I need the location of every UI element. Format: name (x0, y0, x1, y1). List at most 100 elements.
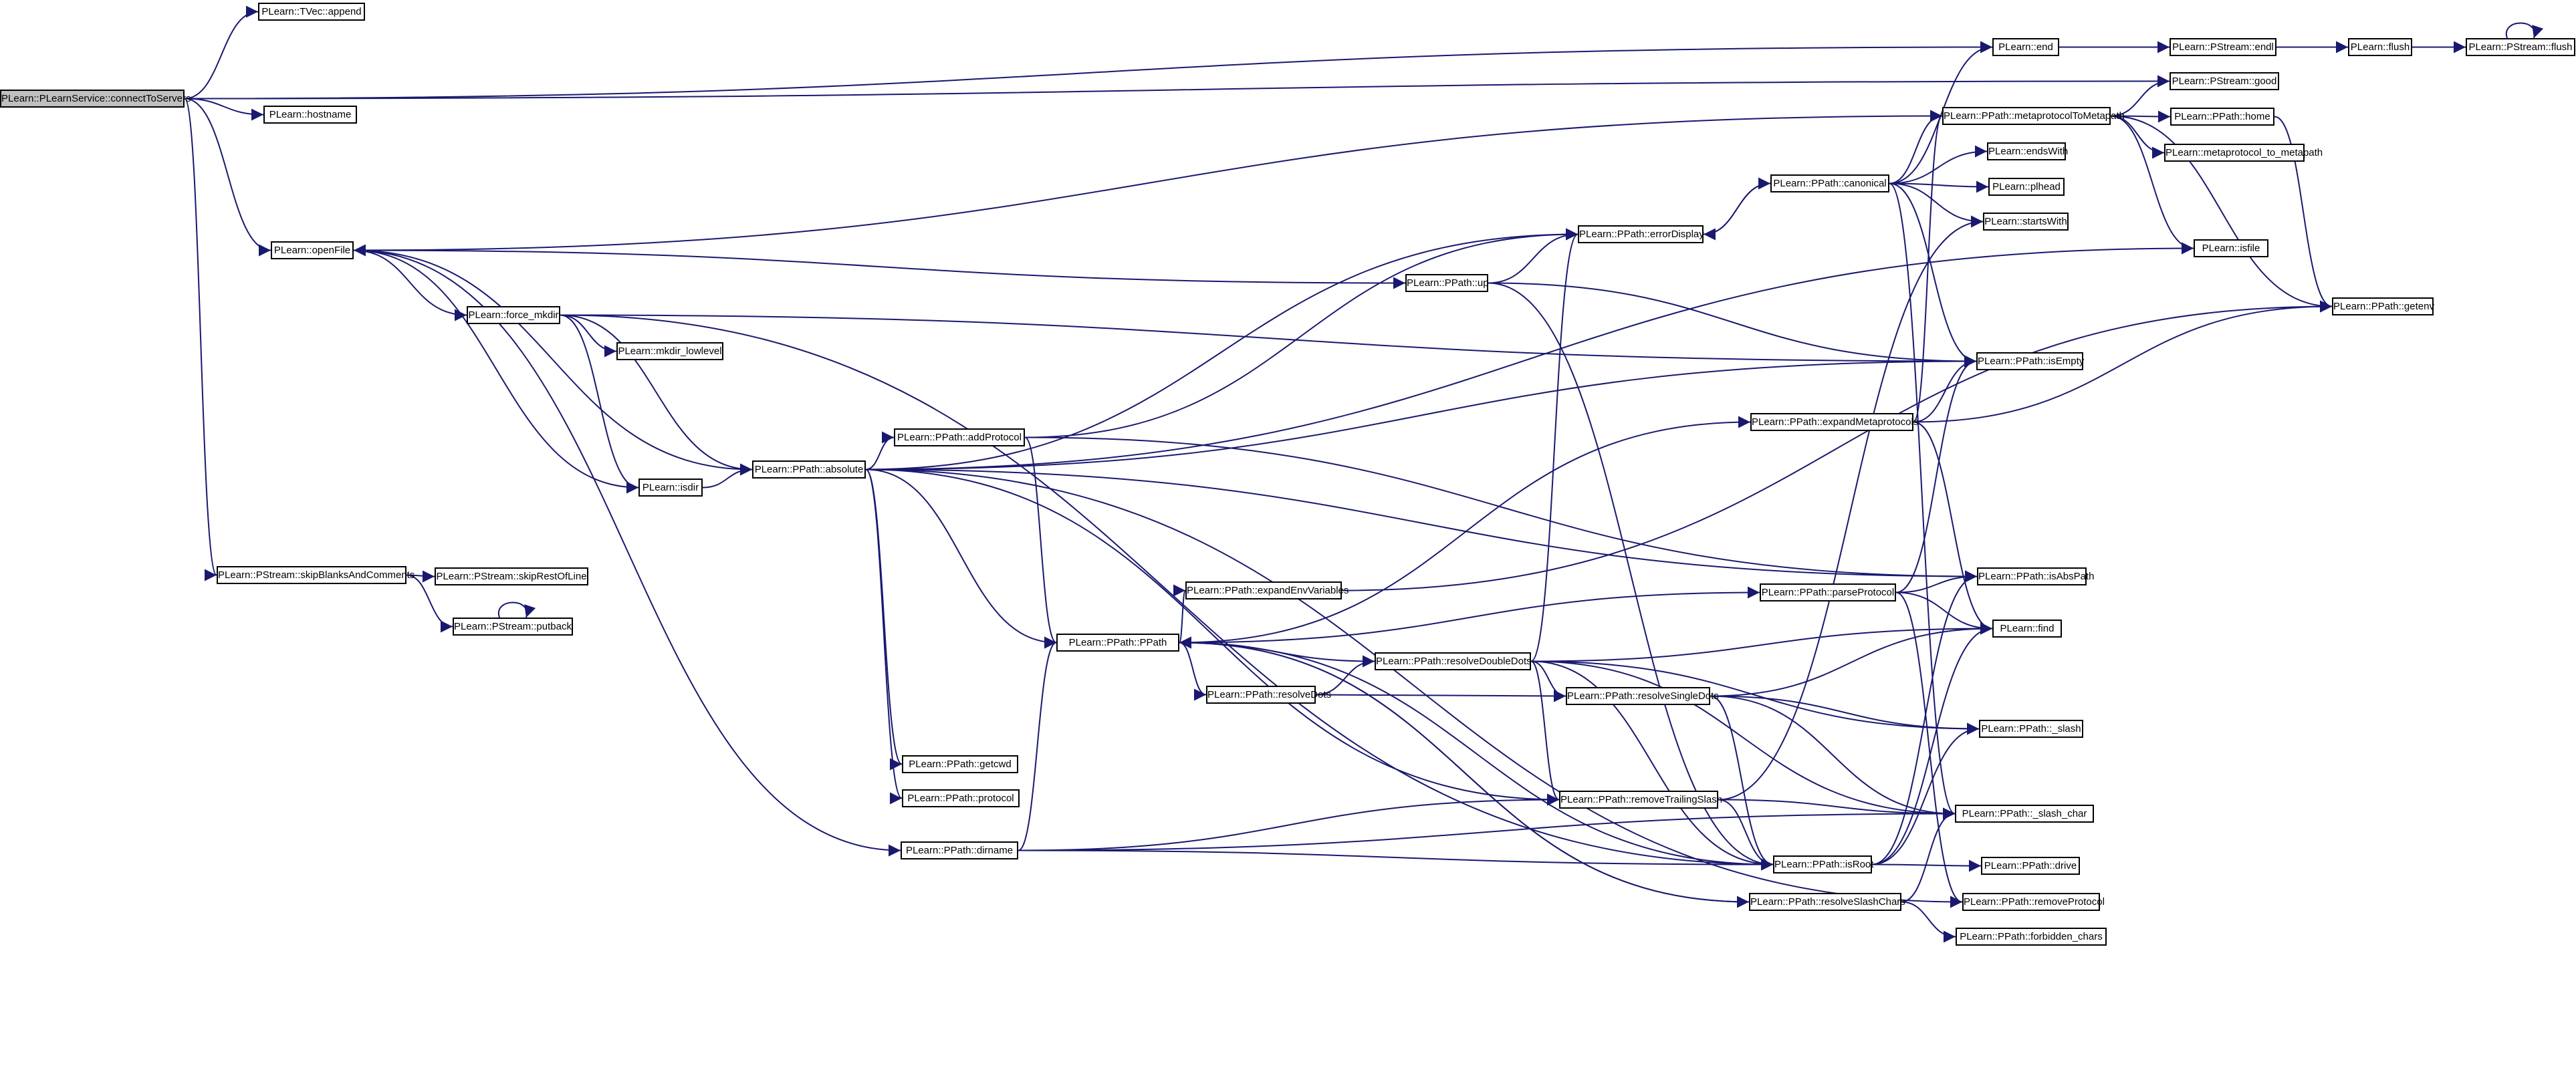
edge-dirname-to-slash_char (1018, 807, 1956, 851)
node-find[interactable]: PLearn::find (1992, 620, 2062, 638)
edge-pppath-to-parseProtocol (1179, 586, 1760, 644)
node-isRoot[interactable]: PLearn::PPath::isRoot (1773, 855, 1873, 873)
node-addProtocol[interactable]: PLearn::PPath::addProtocol (894, 428, 1025, 446)
node-isAbsPath[interactable]: PLearn::PPath::isAbsPath (1977, 567, 2094, 585)
edge-removeTrailingSlash-to-startsWith (1718, 215, 1984, 801)
node-expandEnvVariables[interactable]: PLearn::PPath::expandEnvVariables (1185, 581, 1349, 599)
edge-absolute-to-removeProtocol (865, 468, 1963, 908)
edge-force_mkdir-to-absolute (560, 314, 753, 476)
node-slash_char[interactable]: PLearn::PPath::_slash_char (1955, 805, 2094, 823)
edge-resolveDoubleDots-to-find (1530, 622, 1993, 662)
edge-metaprotocolToMetapath-to-openFile (353, 115, 1943, 257)
node-mkdir_lowlevel[interactable]: PLearn::mkdir_lowlevel (616, 342, 723, 360)
node-expandMetaprotocols[interactable]: PLearn::PPath::expandMetaprotocols (1750, 413, 1918, 431)
node-drive[interactable]: PLearn::PPath::drive (1981, 857, 2080, 875)
node-getenv[interactable]: PLearn::PPath::getenv (2332, 297, 2434, 315)
edge-resolveSingleDots-to-find (1710, 622, 1993, 697)
node-isfile[interactable]: PLearn::isfile (2194, 239, 2268, 257)
edge-resolveDoubleDots-to-resolveSingleDots (1530, 660, 1566, 702)
node-resolveDots[interactable]: PLearn::PPath::resolveDots (1206, 686, 1331, 704)
node-force_mkdir[interactable]: PLearn::force_mkdir (467, 306, 560, 324)
node-parseProtocol[interactable]: PLearn::PPath::parseProtocol (1760, 583, 1896, 601)
node-getcwd[interactable]: PLearn::PPath::getcwd (902, 755, 1018, 773)
edge-parseProtocol-to-isAbsPath (1895, 570, 1978, 593)
edge-expandMetaprotocols-to-getenv (1913, 300, 2333, 423)
edge-addProtocol-to-errorDisplay (1024, 228, 1578, 438)
edge-home-to-getenv (2274, 116, 2333, 313)
edge-metaprotocolToMetapath-to-isfile (2110, 115, 2194, 255)
node-skipBlanksAndComments[interactable]: PLearn::PStream::skipBlanksAndComments (217, 566, 415, 584)
edge-openFile-to-absolute (353, 249, 753, 476)
node-startsWith[interactable]: PLearn::startsWith (1983, 213, 2069, 231)
edge-openFile-to-force_mkdir (353, 249, 467, 321)
node-removeTrailingSlash[interactable]: PLearn::PPath::removeTrailingSlash (1559, 791, 1722, 809)
edge-canonical-to-errorDisplay (1703, 182, 1771, 241)
edge-resolveDoubleDots-to-slash_char (1530, 660, 1956, 820)
node-home[interactable]: PLearn::PPath::home (2170, 108, 2274, 126)
edge-resolveDoubleDots-to-removeTrailingSlash (1530, 660, 1560, 806)
node-absolute[interactable]: PLearn::PPath::absolute (752, 460, 866, 479)
edge-force_mkdir-to-isRoot (560, 314, 1774, 871)
edge-parseProtocol-to-removeProtocol (1895, 591, 1963, 908)
edge-expandEnvVariables-to-getenv (1341, 300, 2333, 591)
node-endsWith[interactable]: PLearn::endsWith (1987, 142, 2068, 160)
node-dirname[interactable]: PLearn::PPath::dirname (901, 841, 1018, 859)
edge-canonical-to-endsWith (1889, 145, 1988, 184)
edge-connectToServers-to-pstream_good (184, 75, 2170, 100)
edge-connectToServers-to-tvec_append (184, 5, 259, 100)
node-pstream_flush[interactable]: PLearn::PStream::flush (2466, 38, 2575, 56)
edge-addProtocol-to-isAbsPath (1024, 436, 1978, 583)
edge-absolute-to-getcwd (865, 468, 903, 771)
edge-up-to-errorDisplay (1488, 228, 1578, 284)
edge-putback-to-putback (497, 601, 536, 618)
edge-connectToServers-to-skipBlanksAndComments (184, 98, 217, 581)
node-tvec_append[interactable]: PLearn::TVec::append (258, 3, 365, 21)
edge-resolveDoubleDots-to-errorDisplay (1530, 228, 1578, 662)
node-resolveDoubleDots[interactable]: PLearn::PPath::resolveDoubleDots (1375, 652, 1532, 670)
edge-pppath-to-resolveDots (1179, 642, 1207, 701)
edge-addProtocol-to-pppath (1024, 436, 1057, 649)
edge-resolveSlashChars-to-pppath (1179, 636, 1750, 903)
edge-absolute-to-addProtocol (865, 431, 895, 470)
node-removeProtocol[interactable]: PLearn::PPath::removeProtocol (1962, 893, 2105, 911)
edge-resolveSingleDots-to-slash (1710, 695, 1980, 735)
node-openFile[interactable]: PLearn::openFile (271, 241, 354, 259)
node-connectToServers: PLearn::PLearnService::connectToServers (0, 90, 191, 108)
edge-canonical-to-slash_char (1889, 182, 1956, 820)
node-isEmpty[interactable]: PLearn::PPath::isEmpty (1976, 352, 2084, 370)
edge-expandMetaprotocols-to-find (1913, 421, 1993, 635)
edge-pppath-to-expandEnvVariables (1173, 584, 1186, 644)
node-slash[interactable]: PLearn::PPath::_slash (1979, 720, 2083, 738)
edge-up-to-isEmpty (1488, 282, 1977, 368)
edge-resolveDoubleDots-to-slash (1530, 660, 1980, 735)
edge-dirname-to-removeTrailingSlash (1018, 793, 1560, 851)
edge-expandMetaprotocols-to-metaprotocolToMetapath (1913, 110, 1943, 423)
node-metaprotocol_to_metapath[interactable]: PLearn::metaprotocol_to_metapath (2164, 144, 2323, 162)
node-metaprotocolToMetapath[interactable]: PLearn::PPath::metaprotocolToMetapath (1942, 107, 2125, 125)
node-pppath[interactable]: PLearn::PPath::PPath (1056, 634, 1179, 652)
edge-resolveSingleDots-to-slash_char (1710, 695, 1956, 820)
node-isdir[interactable]: PLearn::isdir (638, 479, 703, 497)
edge-openFile-to-dirname (353, 249, 901, 857)
node-errorDisplay[interactable]: PLearn::PPath::errorDisplay (1578, 225, 1704, 243)
node-forbidden_chars[interactable]: PLearn::PPath::forbidden_chars (1956, 928, 2107, 946)
edge-canonical-to-plhead (1889, 180, 1989, 193)
edge-isRoot-to-slash (1871, 722, 1980, 865)
edge-metaprotocolToMetapath-to-getenv (2110, 115, 2333, 313)
node-resolveSlashChars[interactable]: PLearn::PPath::resolveSlashChars (1749, 893, 1905, 911)
node-up[interactable]: PLearn::PPath::up (1405, 274, 1489, 292)
node-pstream_good[interactable]: PLearn::PStream::good (2170, 72, 2279, 90)
node-hostname[interactable]: PLearn::hostname (263, 106, 357, 124)
node-end[interactable]: PLearn::end (1992, 38, 2059, 56)
edge-absolute-to-pppath (865, 468, 1057, 649)
node-resolveSingleDots[interactable]: PLearn::PPath::resolveSingleDots (1566, 687, 1719, 705)
node-pstream_endl[interactable]: PLearn::PStream::endl (2170, 38, 2276, 56)
node-plhead[interactable]: PLearn::plhead (1988, 178, 2065, 196)
node-skipRestOfLine[interactable]: PLearn::PStream::skipRestOfLine (435, 567, 588, 585)
node-putback[interactable]: PLearn::PStream::putback (453, 618, 573, 636)
node-canonical[interactable]: PLearn::PPath::canonical (1770, 174, 1889, 192)
edge-parseProtocol-to-isEmpty (1895, 355, 1977, 593)
node-protocol[interactable]: PLearn::PPath::protocol (902, 789, 1020, 807)
node-flush[interactable]: PLearn::flush (2348, 38, 2412, 56)
